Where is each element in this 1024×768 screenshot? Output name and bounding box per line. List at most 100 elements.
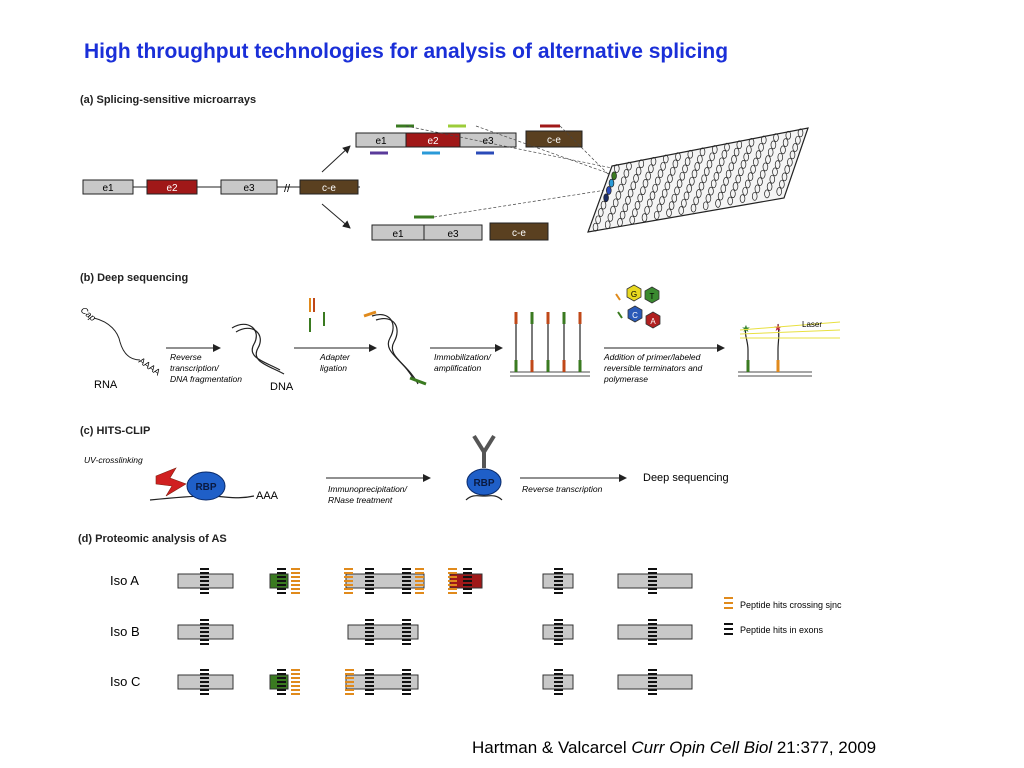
array-spot xyxy=(630,181,637,191)
peptide-hit-exon xyxy=(200,592,209,594)
array-spot xyxy=(766,182,773,191)
peptide-hit-exon xyxy=(200,619,209,621)
step-primer-text: Addition of primer/labeled reversible te… xyxy=(603,352,705,384)
peptide-hit-exon xyxy=(365,669,374,671)
array-spot xyxy=(600,200,607,210)
array-spot xyxy=(697,154,703,164)
array-spot xyxy=(686,184,692,193)
array-spot xyxy=(732,182,739,191)
peptide-hit-exon xyxy=(554,685,563,687)
peptide-hit-exon xyxy=(200,681,209,683)
peptide-hit-exon xyxy=(200,623,209,625)
array-spot xyxy=(612,198,619,208)
array-spot xyxy=(682,164,688,174)
peptide-hit-exon xyxy=(463,576,472,578)
array-spot xyxy=(603,193,609,203)
panel-a-diagram: e1 e2 e3 // c-e e1 e2 e3 c-e e1 e3 c-e xyxy=(82,124,809,241)
peptide-hit-exon xyxy=(648,677,657,679)
peptide-hit-exon xyxy=(277,576,286,578)
rbp-ip-label: RBP xyxy=(473,478,494,489)
peptide-hit-exon xyxy=(365,576,374,578)
peptide-hit-exon xyxy=(200,568,209,570)
array-spot xyxy=(691,169,698,179)
array-spot xyxy=(797,128,804,138)
peptide-hit-junction xyxy=(345,677,354,679)
array-spot xyxy=(739,194,746,203)
array-spot xyxy=(615,191,622,200)
array-spot xyxy=(619,210,626,220)
array-spot xyxy=(779,179,785,189)
array-spot xyxy=(704,167,710,176)
array-spot xyxy=(736,140,743,150)
peptide-hit-exon xyxy=(402,639,411,641)
array-spot xyxy=(785,130,792,140)
peptide-hit-exon xyxy=(554,639,563,641)
peptide-hit-exon xyxy=(402,677,411,679)
peptide-hit-exon xyxy=(554,623,563,625)
peptide-hit-junction xyxy=(291,677,300,679)
peptide-hit-exon xyxy=(277,592,286,594)
exon-e1 xyxy=(82,179,134,195)
array-spot xyxy=(701,174,707,184)
rbp-protein xyxy=(186,471,226,501)
peptide-hit-exon xyxy=(554,673,563,675)
array-spot xyxy=(608,178,615,188)
peptide-hit-exon xyxy=(648,639,657,641)
array-spot xyxy=(723,177,729,186)
array-spot xyxy=(698,181,705,191)
panel-d-diagram: Iso A Iso B Iso C Peptide hits crossing … xyxy=(110,568,842,695)
peptide-hit-exon xyxy=(200,689,209,691)
peptide-hit-junction xyxy=(291,580,300,582)
peptide-hit-exon xyxy=(648,643,657,645)
array-spot xyxy=(634,201,641,210)
panel-c-diagram: UV-crosslinking RBP AAA Immunoprecipitat… xyxy=(84,434,729,505)
array-spot xyxy=(641,213,648,222)
peptide-hit-exon xyxy=(463,580,472,582)
peptide-hit-junction xyxy=(448,584,457,586)
array-spot xyxy=(672,159,679,169)
peptide-hit-exon xyxy=(365,685,374,687)
array-spot xyxy=(776,187,782,196)
peptide-hit-exon xyxy=(554,635,563,637)
microarray-slide xyxy=(587,127,809,233)
peptide-hit-junction xyxy=(291,685,300,687)
iso-b-label: Iso B xyxy=(110,624,140,639)
peptide-hit-exon xyxy=(463,568,472,570)
peptide-hit-junction xyxy=(448,568,457,570)
step-adapter-text: Adapter ligation xyxy=(319,352,352,373)
array-spot xyxy=(709,152,715,162)
peptide-hit-junction xyxy=(344,576,353,578)
array-spot xyxy=(784,165,790,174)
peptide-hit-exon xyxy=(402,631,411,633)
peptide-hit-junction xyxy=(415,588,424,590)
section-a-heading: (a) Splicing-sensitive microarrays xyxy=(80,94,257,106)
peptide-hit-junction xyxy=(291,693,300,695)
array-spot xyxy=(676,179,683,188)
array-spot xyxy=(762,162,769,172)
peptide-hit-exon xyxy=(402,685,411,687)
peptide-hit-junction xyxy=(291,572,300,574)
exon-e2-label: e2 xyxy=(166,183,178,194)
array-spot xyxy=(687,149,694,159)
citation-ref: 21:377, 2009 xyxy=(772,738,877,757)
incl-e1-label: e1 xyxy=(375,136,387,147)
base-c: C xyxy=(632,311,638,320)
peptide-hit-exon xyxy=(554,643,563,645)
incl-control-label: c-e xyxy=(547,135,561,146)
array-spot xyxy=(728,162,735,172)
peptide-hit-exon xyxy=(200,677,209,679)
peptide-hit-exon xyxy=(402,588,411,590)
rbp-label: RBP xyxy=(195,482,216,493)
array-spot xyxy=(764,189,770,199)
peptide-hit-junction xyxy=(345,673,354,675)
array-spot xyxy=(669,166,676,176)
peptide-hit-junction xyxy=(415,572,424,574)
peptide-hit-exon xyxy=(277,572,286,574)
array-spot xyxy=(649,191,656,200)
peptide-maps xyxy=(177,568,693,695)
array-spot xyxy=(759,169,766,179)
array-spot xyxy=(690,203,697,213)
peptide-hit-exon xyxy=(200,635,209,637)
peptide-hit-exon xyxy=(554,669,563,671)
